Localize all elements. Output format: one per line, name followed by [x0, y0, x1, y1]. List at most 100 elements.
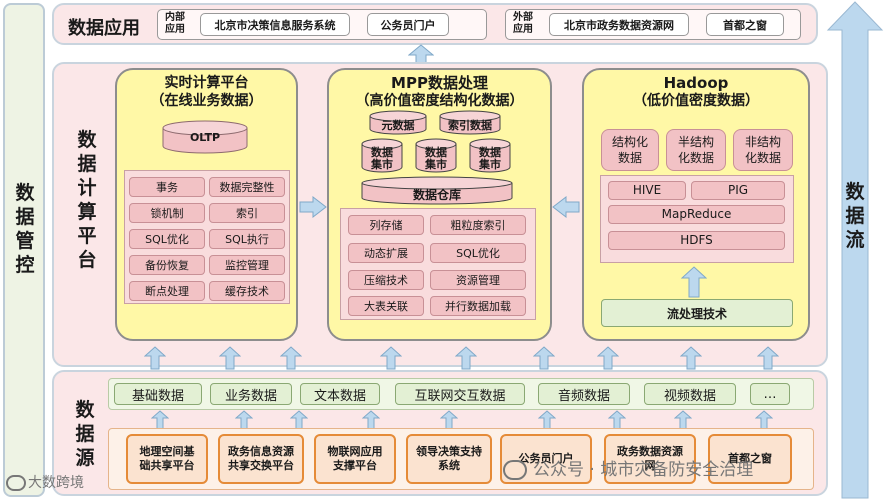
hadoop-data-type: 非结构化数据: [733, 129, 793, 171]
data-governance-column: 数据管控: [3, 3, 45, 497]
source-decision-system: 领导决策支持系统: [406, 434, 492, 484]
hive-block: HIVE: [608, 181, 686, 200]
realtime-platform-subtitle: （在线业务数据）: [150, 93, 263, 109]
mpp-cell: SQL优化: [430, 243, 526, 263]
external-app-data-portal[interactable]: 北京市政务数据资源网: [549, 13, 689, 36]
realtime-cell: 监控管理: [209, 255, 285, 275]
app-layer: 数据应用 内部应用 北京市决策信息服务系统 公务员门户 外部应用 北京市政务数据…: [52, 3, 818, 45]
up-arrow-source-to-compute: [757, 346, 779, 370]
right-arrow-realtime-to-mpp: [299, 196, 327, 218]
up-arrow-source-to-types: [440, 410, 458, 430]
up-arrow-source-to-compute: [219, 346, 241, 370]
up-arrow-source-to-types: [151, 410, 169, 430]
pig-block: PIG: [691, 181, 785, 200]
realtime-cell: 断点处理: [129, 281, 205, 301]
mpp-cell: 大表关联: [348, 296, 424, 316]
realtime-cell: 锁机制: [129, 203, 205, 223]
up-arrow-compute-to-app: [408, 44, 434, 64]
mpp-title: MPP数据处理: [391, 74, 488, 92]
realtime-cell: 数据完整性: [209, 177, 285, 197]
up-arrow-source-to-compute: [380, 346, 402, 370]
data-type-more: …: [750, 383, 790, 405]
data-type-video: 视频数据: [644, 383, 736, 405]
hadoop-data-type: 结构化数据: [601, 129, 659, 171]
up-arrow-source-to-types: [538, 410, 556, 430]
watermark-right-text: 公众号 · 城市灾备防安全治理: [533, 460, 754, 480]
mpp-cell: 动态扩展: [348, 243, 424, 263]
index-data-cylinder: [439, 110, 501, 135]
mpp-cell: 并行数据加载: [430, 296, 526, 316]
up-arrow-stream-to-hdfs: [681, 266, 707, 298]
hdfs-block: HDFS: [608, 231, 785, 250]
realtime-cell: SQL优化: [129, 229, 205, 249]
mpp-cell: 资源管理: [430, 270, 526, 290]
data-mart-label: 数据集市: [479, 146, 501, 171]
external-apps-label: 外部应用: [513, 12, 533, 35]
up-arrow-source-to-types: [608, 410, 626, 430]
up-arrow-source-to-compute: [533, 346, 555, 370]
realtime-cell: 备份恢复: [129, 255, 205, 275]
realtime-cell: SQL执行: [209, 229, 285, 249]
watermark-left-text: 大数跨境: [28, 475, 84, 491]
mpp-cell: 压缩技术: [348, 270, 424, 290]
metadata-label: 元数据: [381, 119, 415, 132]
metadata-cylinder: [369, 110, 427, 135]
internal-app-civil-portal[interactable]: 公务员门户: [367, 13, 449, 36]
mpp-cell: 粗粒度索引: [430, 215, 526, 235]
up-arrow-source-to-types: [674, 410, 692, 430]
index-data-label: 索引数据: [448, 119, 492, 132]
realtime-cell: 索引: [209, 203, 285, 223]
up-arrow-source-to-types: [755, 410, 773, 430]
internal-apps-label: 内部应用: [165, 12, 185, 35]
stream-processing-box: 流处理技术: [601, 299, 793, 327]
hadoop-subtitle: （低价值密度数据）: [633, 93, 759, 109]
oltp-label: OLTP: [189, 131, 221, 144]
up-arrow-source-to-compute: [280, 346, 302, 370]
data-type-internet: 互联网交互数据: [395, 383, 525, 405]
source-layer-title: 数据源: [75, 399, 95, 469]
data-type-audio: 音频数据: [538, 383, 630, 405]
data-mart-label: 数据集市: [371, 146, 393, 171]
watermark-logo-icon: [6, 475, 26, 491]
realtime-cell: 缓存技术: [209, 281, 285, 301]
data-flow-arrow: [826, 1, 884, 499]
left-arrow-hadoop-to-mpp: [552, 196, 580, 218]
external-app-capital-window[interactable]: 首都之窗: [706, 13, 784, 36]
source-gov-exchange: 政务信息资源共享交换平台: [218, 434, 304, 484]
realtime-platform-title: 实时计算平台: [164, 75, 249, 91]
source-capital-window: 首都之窗: [708, 434, 792, 484]
source-civil-portal: 公务员门户: [500, 434, 592, 484]
source-geo-platform: 地理空间基础共享平台: [126, 434, 208, 484]
watermark-wechat-icon: [503, 460, 527, 480]
app-layer-title: 数据应用: [68, 18, 140, 39]
hadoop-data-type: 半结构化数据: [666, 129, 726, 171]
data-warehouse-cylinder: [361, 176, 513, 205]
up-arrow-source-to-compute: [597, 346, 619, 370]
data-warehouse-label: 数据仓库: [412, 188, 461, 202]
compute-layer-title: 数据计算平台: [77, 129, 97, 271]
up-arrow-source-to-compute: [455, 346, 477, 370]
data-governance-label: 数据管控: [15, 182, 35, 276]
data-type-business: 业务数据: [210, 383, 292, 405]
data-mart-cylinder: [361, 138, 403, 173]
up-arrow-source-to-types: [290, 410, 308, 430]
source-gov-data-portal: 政务数据资源网: [604, 434, 696, 484]
watermark-left: 大数跨境: [6, 472, 84, 492]
data-mart-cylinder: [415, 138, 457, 173]
source-iot-platform: 物联网应用支撑平台: [314, 434, 396, 484]
realtime-cell: 事务: [129, 177, 205, 197]
up-arrow-source-to-types: [362, 410, 380, 430]
up-arrow-source-to-compute: [680, 346, 702, 370]
data-mart-cylinder: [469, 138, 511, 173]
up-arrow-source-to-types: [235, 410, 253, 430]
mpp-cell: 列存储: [348, 215, 424, 235]
internal-app-decision-system[interactable]: 北京市决策信息服务系统: [200, 13, 350, 36]
mapreduce-block: MapReduce: [608, 205, 785, 224]
data-type-text: 文本数据: [300, 383, 380, 405]
data-mart-label: 数据集市: [425, 146, 447, 171]
hadoop-title: Hadoop: [663, 74, 729, 92]
mpp-subtitle: （高价值密度结构化数据）: [355, 93, 524, 109]
up-arrow-source-to-compute: [144, 346, 166, 370]
data-type-basic: 基础数据: [114, 383, 202, 405]
oltp-cylinder: [162, 120, 248, 154]
